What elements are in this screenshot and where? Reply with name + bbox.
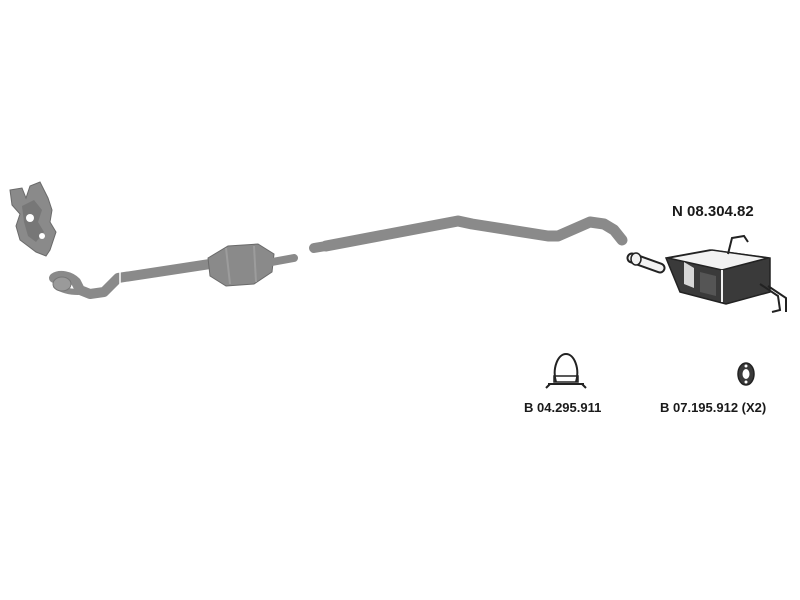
rear-muffler	[626, 234, 787, 313]
rubber-mount-icon	[737, 362, 755, 386]
front-pipe	[49, 259, 215, 299]
catalytic-converter	[207, 243, 298, 287]
muffler-part-number: N 08.304.82	[672, 203, 754, 220]
exhaust-manifold	[9, 181, 57, 257]
middle-pipe	[309, 215, 628, 253]
rubber-mount-part-number: B 07.195.912 (X2)	[660, 400, 767, 415]
clamp-icon	[545, 352, 587, 389]
clamp-part-number: B 04.295.911	[524, 400, 602, 415]
